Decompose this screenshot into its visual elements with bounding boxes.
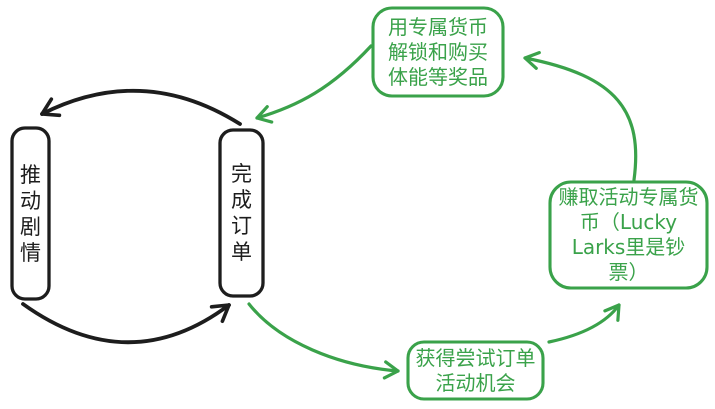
node-trial-orders-box — [406, 340, 545, 401]
arrow-push-plot-to-complete-order — [21, 302, 231, 345]
node-complete-order-box — [218, 128, 265, 298]
arrow-complete-order-to-trial-orders — [247, 302, 400, 380]
arrow-rewards-to-complete-order — [255, 44, 373, 124]
node-push-plot-box — [10, 126, 51, 301]
arrow-earn-currency-to-rewards — [523, 51, 638, 182]
arrow-trial-orders-to-earn-currency — [547, 303, 621, 344]
node-earn-currency-box — [548, 180, 709, 290]
arrow-complete-order-to-push-plot — [40, 88, 242, 126]
node-rewards-box — [371, 6, 505, 98]
